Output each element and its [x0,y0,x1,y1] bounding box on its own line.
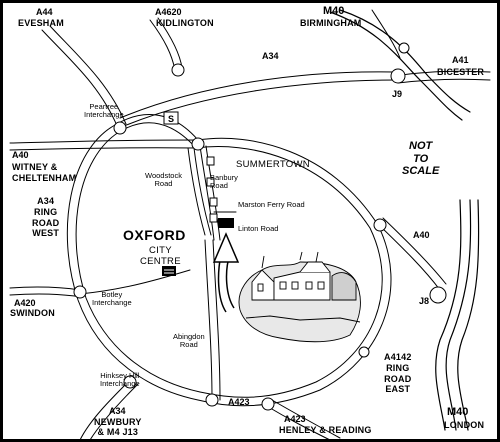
fuel-station-icon [206,156,218,223]
a4620-label: A4620 [155,7,182,17]
botley-interchange-label: Botley Interchange [92,290,132,308]
a40-right-label: A40 [413,230,430,240]
roundabout-a423 [261,397,275,411]
m40-top-label: M40 [323,5,345,17]
roundabout-peartree [113,121,127,135]
witney-label: WITNEY & CHELTENHAM [12,162,77,183]
railway-station-icon [162,266,176,276]
woodstock-road [187,147,212,236]
city-centre-label: CITY CENTRE [140,245,181,267]
a40-left-label: A40 [12,150,29,160]
birmingham-label: BIRMINGHAM [300,18,362,28]
hinksey-hill-label: Hinksey Hill Interchange [100,371,140,389]
m40-bottom-label: M40 [447,406,469,418]
hotel-illustration [238,251,361,343]
j8-label: J8 [419,296,430,306]
banbury-road [199,145,221,241]
oxford-label: OXFORD [123,227,186,243]
bicester-label: BICESTER [437,67,485,77]
roundabout-j8 [429,286,447,304]
abingdon-road [204,239,221,401]
services-icon: S [163,111,179,125]
henley-label: HENLEY & READING [279,425,372,435]
swindon-label: SWINDON [10,308,55,318]
summertown-label: SUMMERTOWN [236,159,310,170]
woodstock-road-label: Woodstock Road [145,171,182,189]
peartree-label: Peartree Interchange [84,102,124,120]
roundabout-hinksey [123,375,137,389]
a34-top-road [119,71,398,127]
a423-mid-label: A423 [228,397,250,407]
a34-south [79,379,139,441]
a34-bottom-label: A34 [109,406,126,416]
direction-arrow-icon [212,232,240,313]
a41-label: A41 [452,55,469,65]
a420-road [9,286,83,298]
svg-text:S: S [168,114,174,124]
a34-north [41,25,127,129]
a40-east [377,217,447,291]
a34-ring-road-west-label: A34 RING ROAD WEST [32,196,60,239]
a420-label: A420 [14,298,36,308]
a4142-ring-road-east-label: A4142 RING ROAD EAST [384,352,412,395]
linton-road-label: Linton Road [238,224,279,233]
m40-east [435,199,480,431]
roundabout-a40-east [373,218,387,232]
hotel-marker-icon [218,218,234,228]
kidlington-label: KIDLINGTON [156,18,214,28]
banbury-road-label: Banbury Road [210,173,238,191]
a423-right-label: A423 [284,414,306,424]
roundabout-kidlington [171,63,185,77]
j9-label: J9 [392,89,403,99]
abingdon-road-label: Abingdon Road [173,332,205,350]
marston-ferry-label: Marston Ferry Road [238,200,305,209]
m40-north [329,9,471,121]
roundabout-summertown [191,137,205,151]
newbury-label: NEWBURY & M4 J13 [94,417,142,438]
roundabout-botley [73,285,87,299]
roundabout-m40-n [398,42,410,54]
a40-west [9,139,199,151]
a44-label: A44 [36,7,53,17]
botley-road [79,269,191,295]
london-label: LONDON [444,420,485,430]
roundabout-south [205,393,219,407]
evesham-label: EVESHAM [18,18,64,28]
roundabout-a4142 [358,346,370,358]
not-to-scale-label: NOT TO SCALE [402,140,440,178]
roundabout-j9 [390,68,406,84]
a34-top-label: A34 [262,51,279,61]
